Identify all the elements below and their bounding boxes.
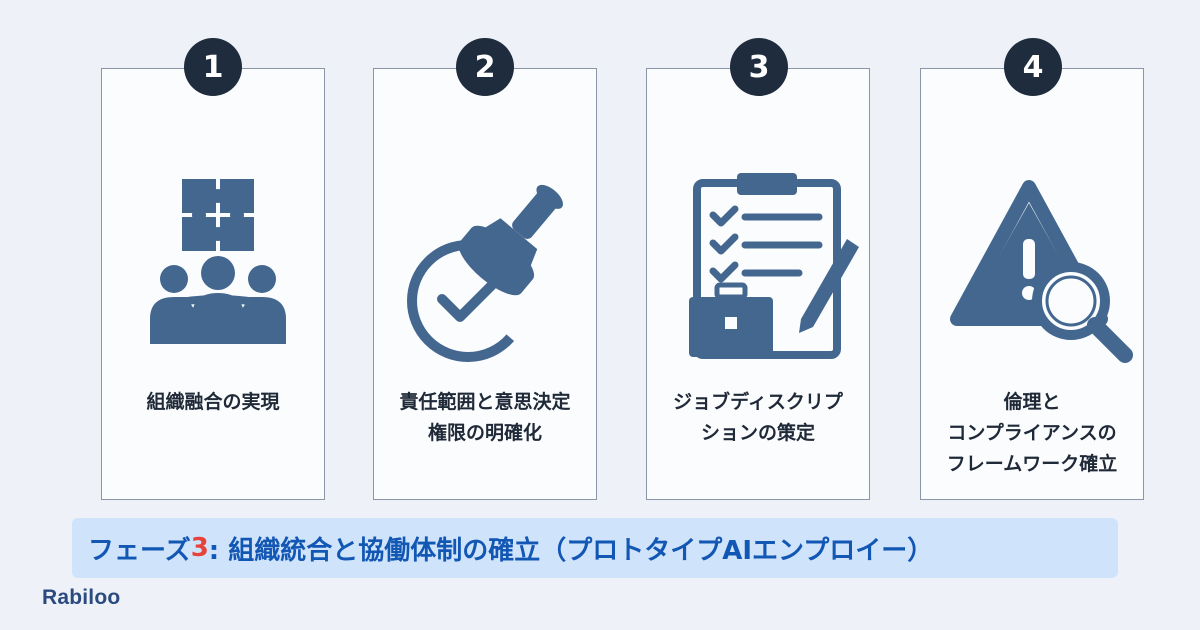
step-badge-4: 4: [1004, 38, 1062, 96]
banner-phase-number: 3: [190, 533, 209, 563]
warning-magnifier-icon: [950, 180, 1133, 363]
card-1: 組織融合の実現: [101, 68, 325, 500]
card-label: 組織融合の実現: [146, 391, 280, 413]
step-badge-3: 3: [730, 38, 788, 96]
step-badge-2: 2: [456, 38, 514, 96]
banner-prefix: フェーズ: [88, 535, 191, 566]
card-label: 責任範囲と意思決定 権限の明確化: [399, 391, 571, 444]
card-label: 倫理と コンプライアンスの フレームワーク確立: [946, 391, 1118, 475]
card-label: ジョブディスクリプ ションの策定: [673, 391, 843, 444]
card-4: 倫理と コンプライアンスの フレームワーク確立: [920, 68, 1144, 500]
card-2: 責任範囲と意思決定 権限の明確化: [373, 68, 597, 500]
step-badge-1: 1: [184, 38, 242, 96]
card-3: ジョブディスクリプ ションの策定: [646, 68, 870, 500]
puzzle-team-icon: [150, 179, 286, 344]
banner-title: : 組織統合と協働体制の確立（プロトタイプAIエンプロイー）: [208, 535, 934, 566]
stamp-check-icon: [407, 184, 564, 362]
clipboard-checklist-icon: [689, 173, 859, 359]
logo-text: Rabiloo: [42, 586, 121, 609]
rabiloo-logo: Rabiloo: [42, 586, 120, 610]
